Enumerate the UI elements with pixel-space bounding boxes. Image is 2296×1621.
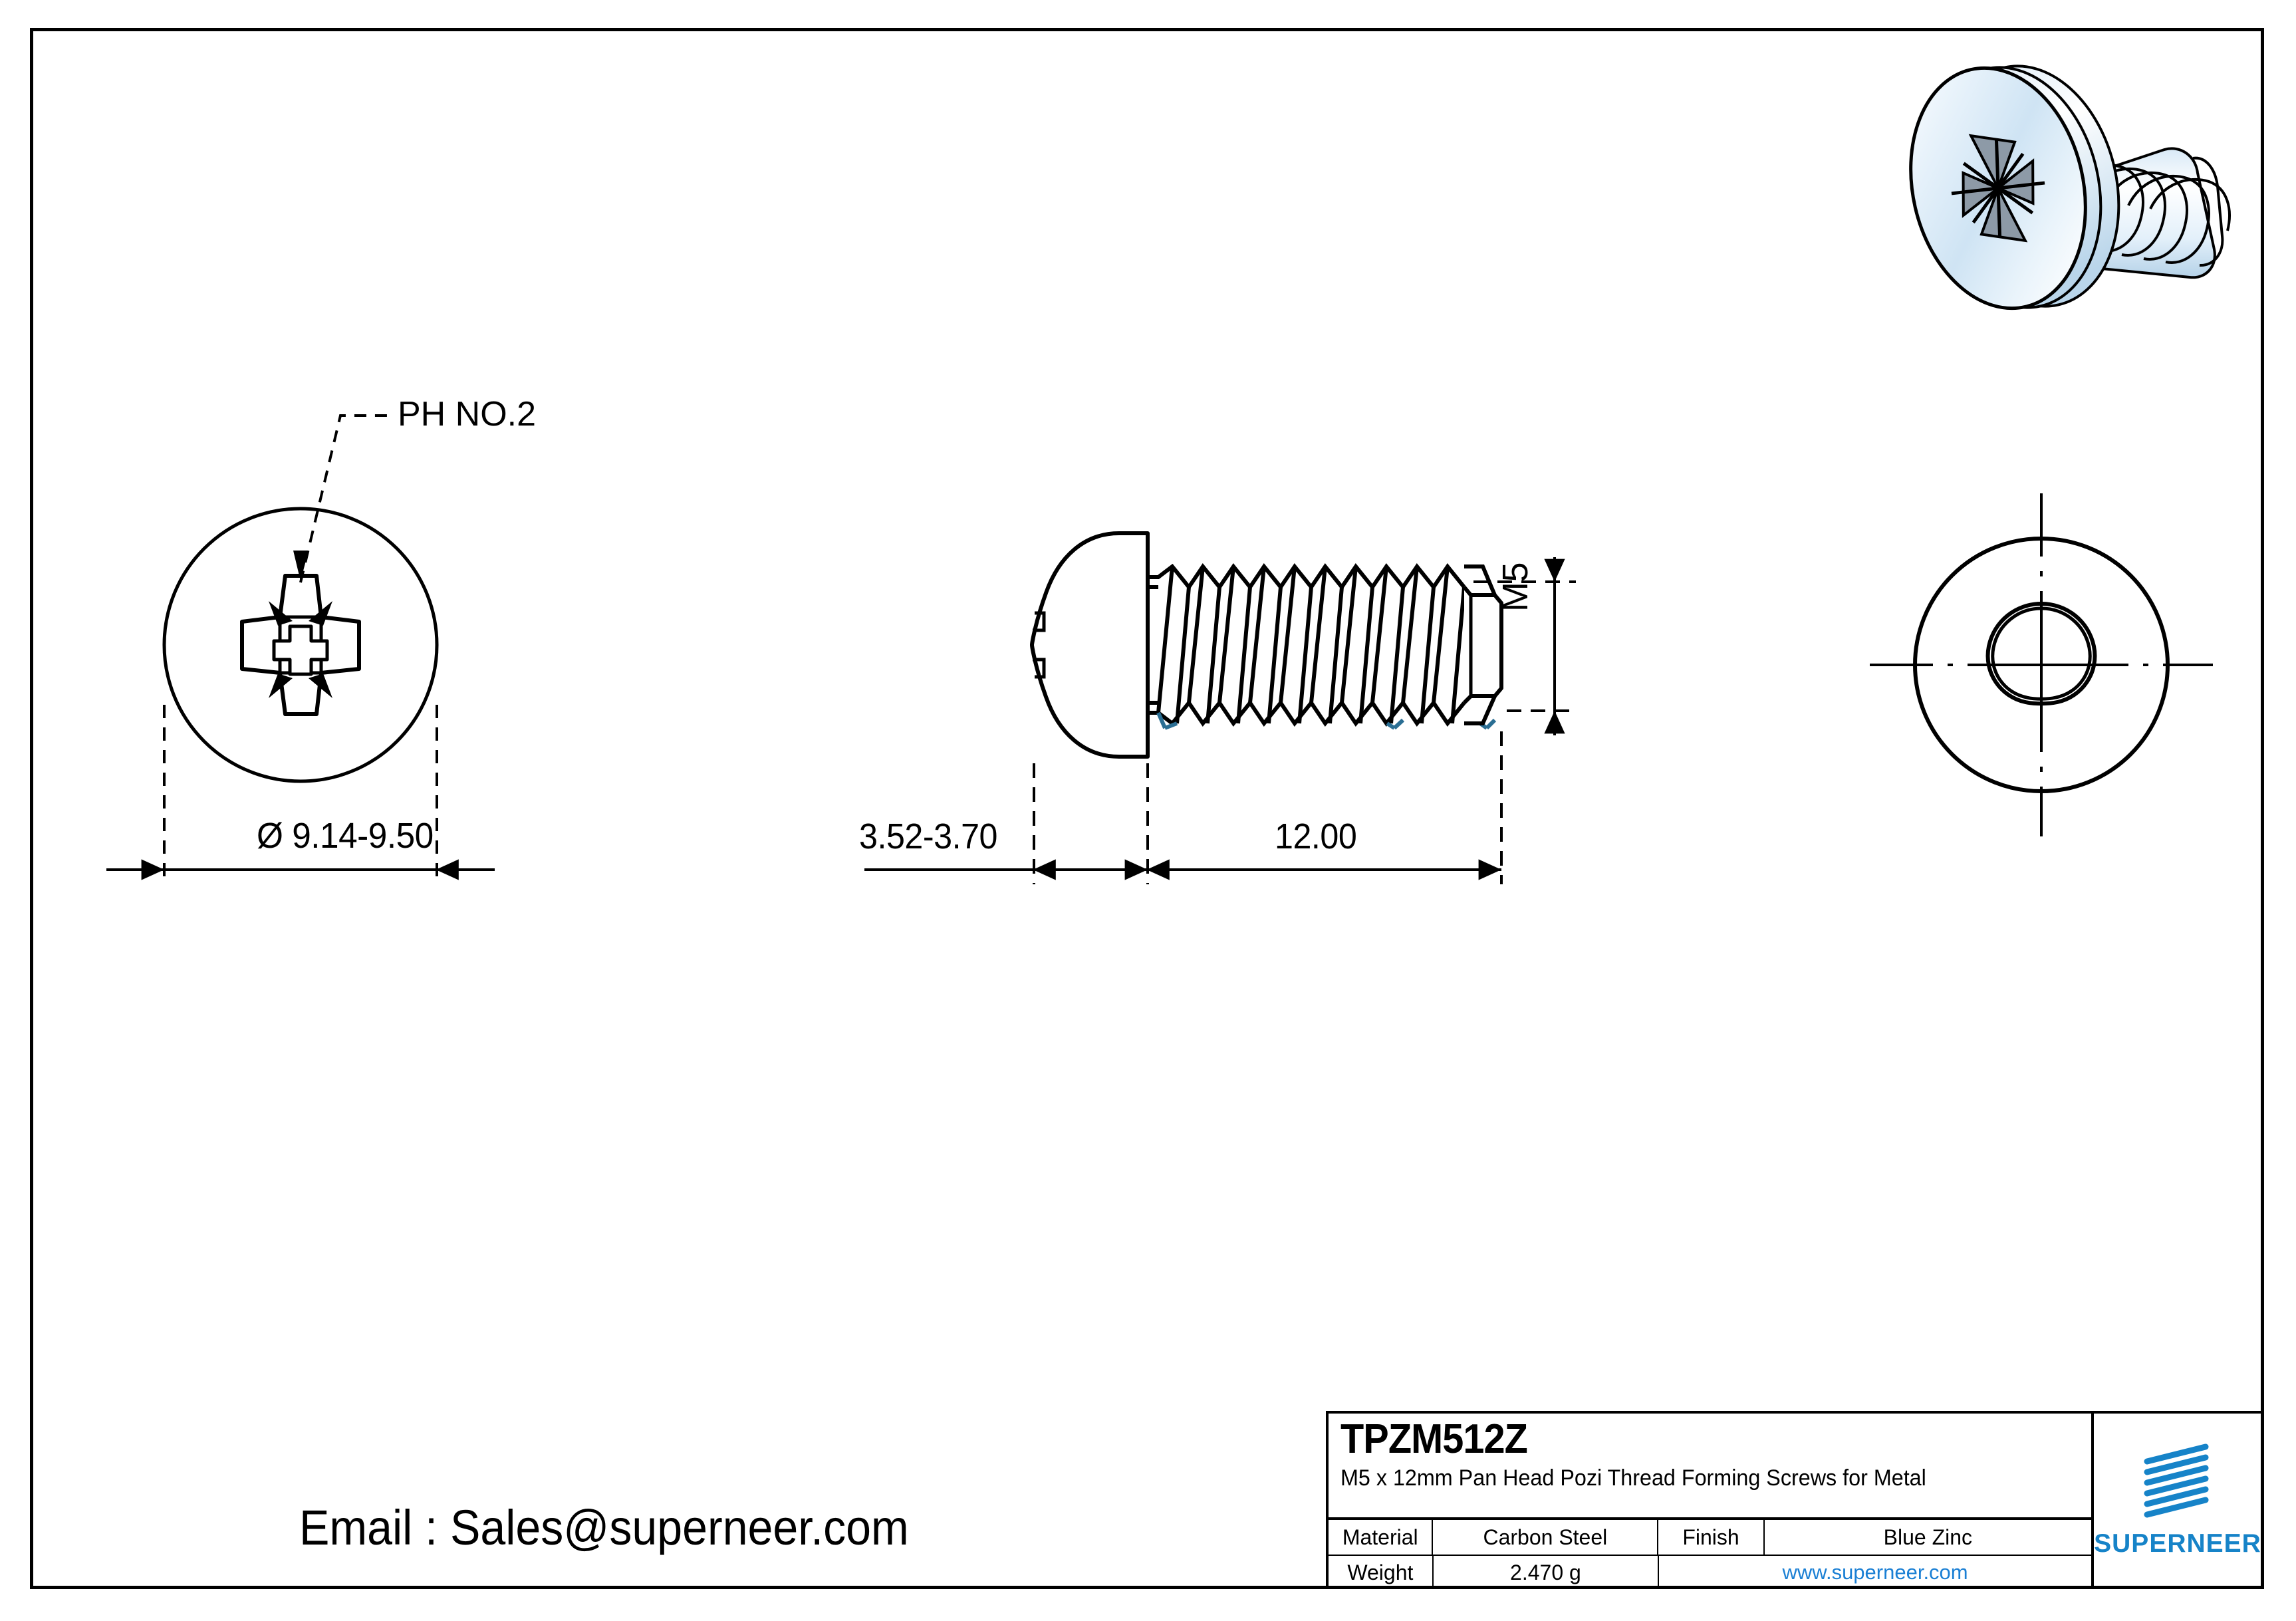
title-block-main: TPZM512Z M5 x 12mm Pan Head Pozi Thread … bbox=[1326, 1411, 2094, 1589]
finish-label: Finish bbox=[1658, 1520, 1765, 1555]
material-label: Material bbox=[1329, 1520, 1434, 1555]
title-block-row-material: Material Carbon Steel Finish Blue Zinc bbox=[1329, 1520, 2091, 1556]
brand-panel: SUPERNEER bbox=[2094, 1411, 2264, 1589]
view-trilobular-section bbox=[1870, 493, 2213, 836]
title-block: TPZM512Z M5 x 12mm Pan Head Pozi Thread … bbox=[1326, 1411, 2264, 1589]
title-block-row-weight: Weight 2.470 g www.superneer.com bbox=[1329, 1556, 2091, 1589]
part-description: M5 x 12mm Pan Head Pozi Thread Forming S… bbox=[1340, 1465, 1926, 1491]
contact-email: Email : Sales@superneer.com bbox=[299, 1500, 909, 1555]
view-head-top bbox=[106, 414, 495, 884]
view-screw-side bbox=[864, 531, 1576, 884]
thread-size-dimension: M5 bbox=[1495, 562, 1535, 612]
weight-label: Weight bbox=[1329, 1556, 1434, 1589]
leader-line-recess bbox=[299, 414, 387, 583]
superneer-wordmark: SUPERNEER bbox=[2094, 1529, 2261, 1558]
thread-length-dimension: 12.00 bbox=[1275, 816, 1357, 856]
head-diameter-dimension: Ø 9.14-9.50 bbox=[257, 816, 434, 856]
screw-3d-render bbox=[1855, 37, 2281, 322]
part-identity: TPZM512Z M5 x 12mm Pan Head Pozi Thread … bbox=[1329, 1414, 2091, 1520]
weight-value: 2.470 g bbox=[1434, 1556, 1660, 1589]
recess-callout-label: PH NO.2 bbox=[398, 395, 537, 434]
head-height-dimension: 3.52-3.70 bbox=[859, 816, 998, 856]
part-number: TPZM512Z bbox=[1340, 1416, 1528, 1462]
website-link[interactable]: www.superneer.com bbox=[1782, 1560, 1968, 1584]
superneer-stripes-logo bbox=[2142, 1441, 2214, 1520]
finish-value: Blue Zinc bbox=[1883, 1525, 1973, 1549]
material-value: Carbon Steel bbox=[1433, 1520, 1659, 1555]
drawing-border bbox=[30, 28, 2264, 1589]
